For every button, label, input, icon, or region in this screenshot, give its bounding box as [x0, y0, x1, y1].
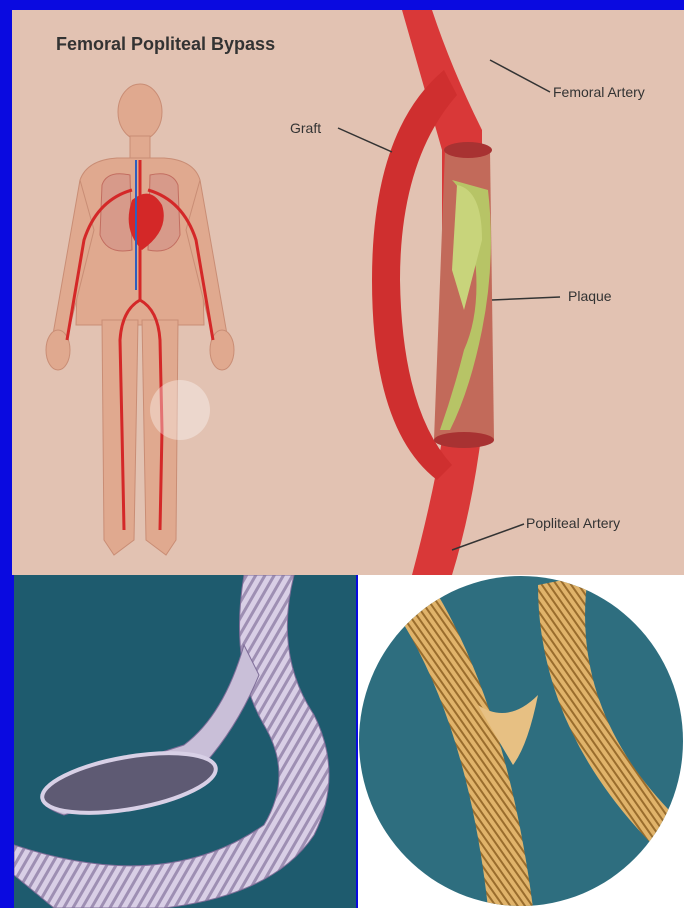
label-plaque: Plaque — [568, 288, 612, 304]
label-popliteal-artery: Popliteal Artery — [526, 515, 620, 531]
knee-highlight — [150, 380, 210, 440]
graft-tube-drawing — [14, 575, 356, 908]
cuff-opening — [38, 742, 220, 824]
label-graft: Graft — [290, 120, 321, 136]
graft-closeup-photo — [358, 575, 684, 908]
label-femoral-artery: Femoral Artery — [553, 84, 645, 100]
graft-closeup-drawing — [358, 575, 684, 908]
ribbed-tube — [14, 575, 329, 908]
graft-tube-photo — [14, 575, 356, 908]
bypass-illustration: Femoral Popliteal Bypass — [12, 10, 684, 575]
human-body-figure — [46, 84, 234, 555]
